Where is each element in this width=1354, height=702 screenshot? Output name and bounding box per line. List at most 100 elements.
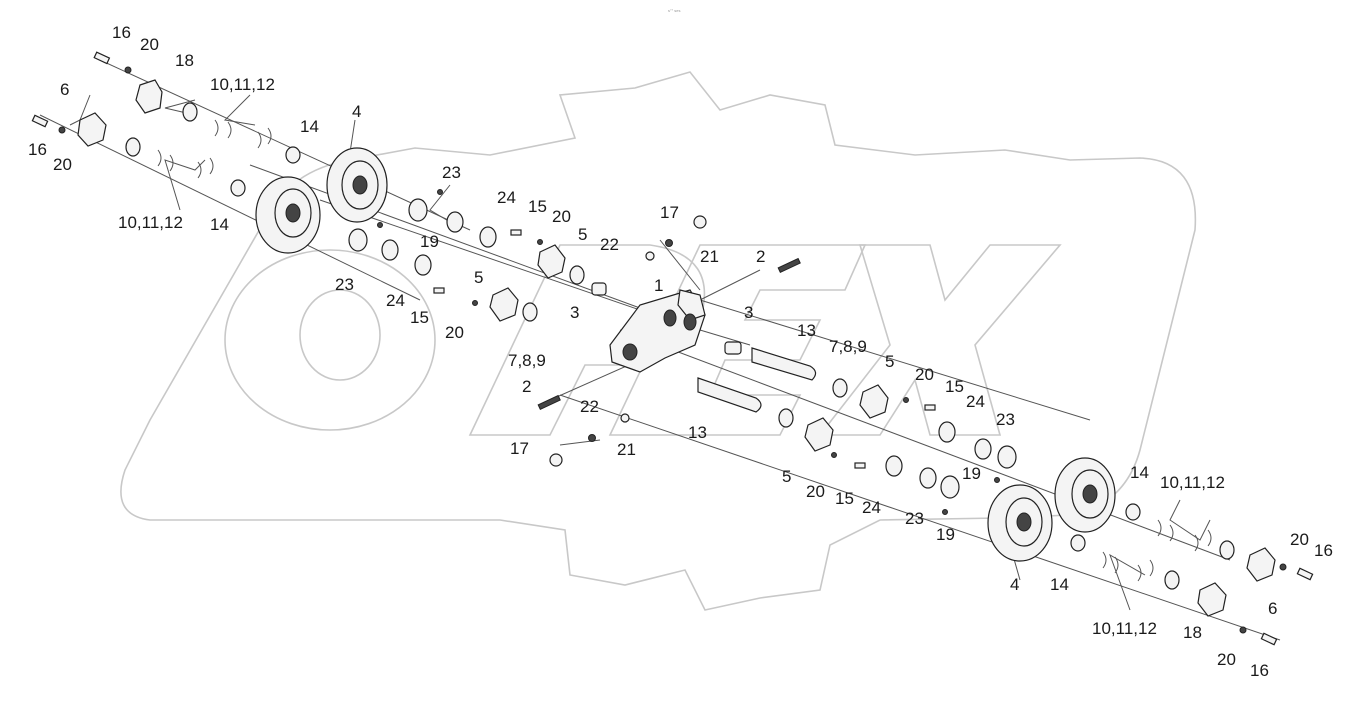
label-3: 3 <box>570 303 579 322</box>
bushing-3-lower <box>724 341 742 355</box>
watermark-letter-o <box>224 249 436 431</box>
bearing-14-c <box>1125 503 1141 521</box>
bearing-24-c <box>479 226 497 248</box>
label-3: 3 <box>744 303 753 322</box>
shaft-13-upper <box>751 347 817 381</box>
bearing-24-h <box>919 467 937 489</box>
label-19: 19 <box>962 464 981 483</box>
upper-left-parts <box>31 51 301 197</box>
clip-group-a <box>214 119 272 149</box>
screw-15-a <box>510 229 522 236</box>
bearing-14-upper <box>285 146 301 164</box>
flange-6-c <box>1246 547 1276 582</box>
bearing-24-e <box>938 421 956 443</box>
pin-2-lower <box>537 394 561 411</box>
screw-15-d <box>854 462 866 469</box>
label-14: 14 <box>300 117 319 136</box>
washer-21-lower <box>588 434 596 442</box>
label-15: 15 <box>945 377 964 396</box>
label-20: 20 <box>1217 650 1236 669</box>
label-20: 20 <box>445 323 464 342</box>
label-5: 5 <box>885 352 894 371</box>
label-23: 23 <box>442 163 461 182</box>
wheels-lower <box>987 457 1116 562</box>
label-18: 18 <box>1183 623 1202 642</box>
washer-20-lower <box>58 126 66 134</box>
oring-18-upper <box>182 102 198 122</box>
flange-6-lower <box>77 112 107 147</box>
housing-5-b <box>489 287 519 322</box>
label-20: 20 <box>552 207 571 226</box>
bolt-16-upper <box>93 51 111 65</box>
label-15: 15 <box>528 197 547 216</box>
label-20: 20 <box>806 482 825 501</box>
label-24: 24 <box>386 291 405 310</box>
bolt-16-lower <box>31 114 49 128</box>
lower-right-parts <box>1070 503 1314 646</box>
label-5: 5 <box>474 268 483 287</box>
label-13: 13 <box>688 423 707 442</box>
label-10-11-12: 10,11,12 <box>210 75 275 94</box>
bearing-24-d <box>414 254 432 276</box>
part-labels: 16 20 18 6 10,11,12 16 20 14 4 10,11,12 … <box>28 23 1333 680</box>
screw-15-b <box>433 287 445 294</box>
label-7-8-9: 7,8,9 <box>829 337 867 356</box>
seal-23-d <box>940 475 960 499</box>
seal-23-c <box>997 445 1017 469</box>
label-14: 14 <box>210 215 229 234</box>
housing-5-d <box>804 417 834 452</box>
clip-group-c <box>1157 519 1212 552</box>
pin-22-upper <box>645 251 655 261</box>
lower-mid-parts <box>804 384 1017 515</box>
grease-19 <box>377 222 383 228</box>
bolt-16-d <box>1260 632 1278 646</box>
label-16: 16 <box>1250 661 1269 680</box>
label-20: 20 <box>140 35 159 54</box>
label-16: 16 <box>112 23 131 42</box>
label-6: 6 <box>60 80 69 99</box>
label-6: 6 <box>1268 599 1277 618</box>
shaft-13-lower <box>697 377 762 413</box>
seal-23-b <box>348 228 368 252</box>
nut-17-upper <box>693 215 707 229</box>
oring-789-a <box>832 378 848 398</box>
housing-5-c <box>859 384 889 419</box>
washer-20-upper <box>124 66 132 74</box>
label-18: 18 <box>175 51 194 70</box>
label-19: 19 <box>936 525 955 544</box>
label-19: 19 <box>420 232 439 251</box>
label-17: 17 <box>660 203 679 222</box>
upper-mid-parts <box>348 189 801 322</box>
label-20: 20 <box>53 155 72 174</box>
housing-5-a <box>537 244 566 279</box>
oring-18-lower-b <box>1164 570 1180 590</box>
label-21: 21 <box>617 440 636 459</box>
label-22: 22 <box>600 235 619 254</box>
label-1: 1 <box>654 276 663 295</box>
watermark-letter-o-inner <box>299 289 381 381</box>
oring-789-b <box>778 408 794 428</box>
bearing-14-lower <box>230 179 246 197</box>
bearing-24-b <box>381 239 399 261</box>
label-15: 15 <box>835 489 854 508</box>
label-17: 17 <box>510 439 529 458</box>
label-24: 24 <box>862 498 881 517</box>
bearing-24-a <box>446 211 464 233</box>
oring-upper-a <box>569 265 585 285</box>
label-7-8-9: 7,8,9 <box>508 351 546 370</box>
label-23: 23 <box>996 410 1015 429</box>
label-24: 24 <box>497 188 516 207</box>
oring-upper-b <box>522 302 538 322</box>
label-14: 14 <box>1130 463 1149 482</box>
label-5: 5 <box>782 467 791 486</box>
bracket-1 <box>609 289 706 373</box>
label-10-11-12: 10,11,12 <box>1092 619 1157 638</box>
label-16: 16 <box>1314 541 1333 560</box>
washer-21-upper <box>665 239 673 247</box>
bushing-3-upper <box>591 282 607 296</box>
clip-group-b <box>157 149 214 179</box>
pin-2-upper <box>777 257 801 274</box>
label-24: 24 <box>966 392 985 411</box>
label-20: 20 <box>1290 530 1309 549</box>
